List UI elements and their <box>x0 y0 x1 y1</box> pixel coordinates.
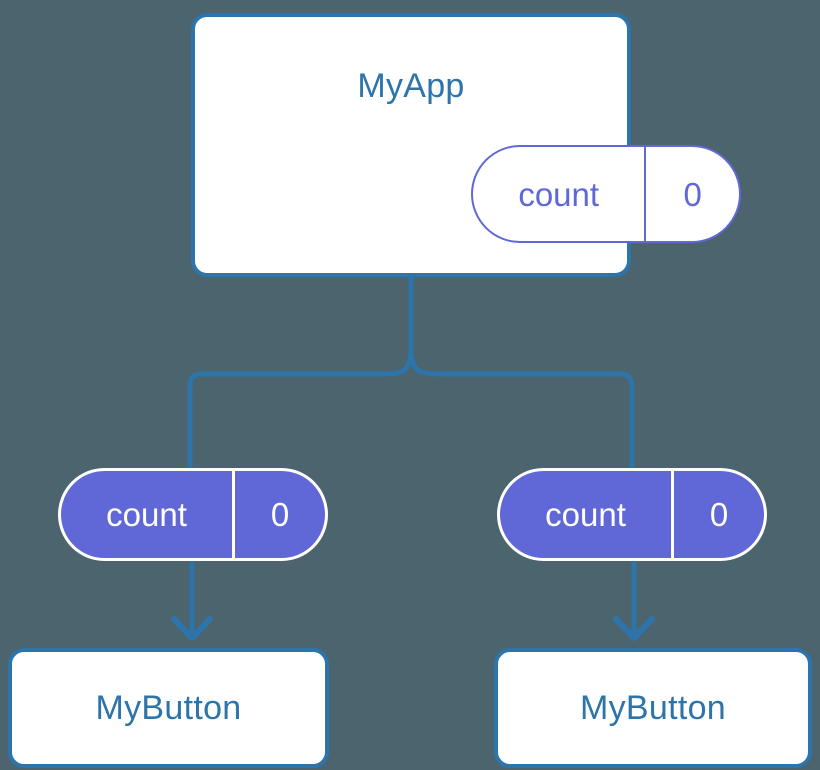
arrow-head-left-icon <box>171 616 213 641</box>
state-pill-value: 0 <box>683 175 702 213</box>
props-pill-left-count[interactable]: count 0 <box>58 468 328 561</box>
edge-branch-right <box>408 348 635 468</box>
component-node-mybutton-left[interactable]: MyButton <box>8 648 329 768</box>
component-node-myapp[interactable]: MyApp count 0 <box>191 13 741 277</box>
component-title-mybutton: MyButton <box>95 689 242 727</box>
arrow-head-right-icon <box>613 616 655 641</box>
edge-branch-left <box>187 348 414 468</box>
state-pill-myapp-count[interactable]: count 0 <box>471 145 741 243</box>
component-title-mybutton: MyButton <box>579 689 727 727</box>
props-pill-value: 0 <box>709 496 729 533</box>
state-pill-label: count <box>473 147 647 241</box>
component-title-myapp: MyApp <box>357 67 465 105</box>
props-pill-right-count[interactable]: count 0 <box>497 468 767 561</box>
props-pill-value: 0 <box>270 496 290 533</box>
props-pill-label: count <box>500 471 675 558</box>
props-pill-label: count <box>61 471 236 558</box>
component-node-mybutton-right[interactable]: MyButton <box>494 648 812 768</box>
